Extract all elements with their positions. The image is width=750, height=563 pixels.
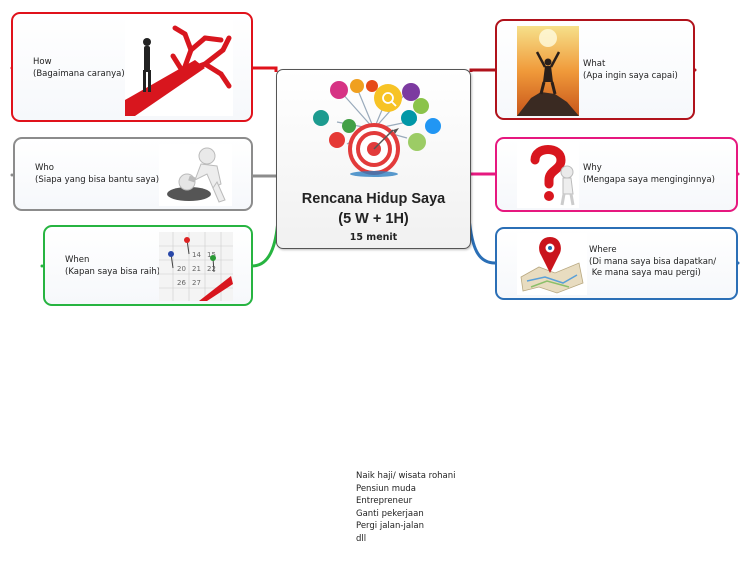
node-how[interactable]: How (Bagaimana caranya): [11, 12, 253, 122]
svg-text:27: 27: [192, 279, 201, 287]
question-mark-image: [517, 142, 579, 208]
note-line: Pensiun muda: [356, 483, 416, 494]
node-why-desc: (Mengapa saya menginginnya): [583, 174, 715, 185]
node-what[interactable]: What (Apa ingin saya capai): [495, 19, 695, 120]
node-why[interactable]: Why (Mengapa saya menginginnya): [495, 137, 738, 212]
central-topic[interactable]: Rencana Hidup Saya (5 W + 1H) 15 menit: [276, 69, 471, 249]
connector-where: [467, 217, 496, 265]
note-line: Entrepreneur: [356, 496, 413, 506]
node-where-desc-line1: (Di mana saya bisa dapatkan/: [589, 256, 717, 267]
node-what-label: What: [583, 59, 606, 69]
note-line: dll: [356, 533, 367, 544]
calendar-pins-image: 14 15 20 21 22 27 26: [159, 232, 233, 301]
node-where-label: Where: [589, 245, 617, 255]
svg-text:22: 22: [207, 265, 216, 273]
node-when[interactable]: When (Kapan saya bisa raih) 14 15 20 21 22 2…: [43, 225, 253, 306]
note-line: Naik haji/ wisata rohani: [356, 471, 456, 481]
node-what-desc: (Apa ingin saya capai): [583, 70, 678, 81]
node-why-label: Why: [583, 163, 602, 173]
edge-dot: [10, 173, 14, 177]
node-who-desc: (Siapa yang bisa bantu saya): [35, 174, 160, 185]
node-where[interactable]: Where (Di mana saya bisa dapatkan/ Ke ma…: [495, 227, 738, 300]
goal-target-icon: [313, 79, 441, 177]
connector-what: [469, 68, 495, 72]
central-duration: 15 menit: [349, 232, 398, 243]
tree-arrow-image: [125, 20, 233, 116]
helping-hand-image: [159, 144, 232, 206]
node-how-desc: (Bagaimana caranya): [33, 68, 125, 79]
note-line: Pergi jalan-jalan: [356, 521, 424, 531]
node-who-label: Who: [35, 163, 54, 173]
connector-how: [252, 66, 278, 72]
connector-when: [251, 219, 280, 268]
goal-examples-note: Naik haji/ wisata rohani Pensiun muda En…: [356, 470, 456, 545]
map-pin-image: [517, 233, 587, 295]
node-who[interactable]: Who (Siapa yang bisa bantu saya): [13, 137, 253, 211]
central-title-line1: Rencana Hidup Saya: [301, 191, 446, 207]
svg-text:14: 14: [192, 251, 201, 259]
edge-dot: [40, 264, 44, 268]
node-how-label: How: [33, 57, 52, 67]
svg-text:15: 15: [207, 251, 216, 259]
node-when-desc: (Kapan saya bisa raih): [65, 266, 161, 277]
achievement-image: [517, 26, 579, 116]
central-title-line2: (5 W + 1H): [338, 211, 409, 227]
node-when-label: When: [65, 255, 90, 265]
svg-text:26: 26: [177, 279, 186, 287]
node-where-desc-line2: Ke mana saya mau pergi): [589, 268, 701, 278]
svg-text:20: 20: [177, 265, 186, 273]
note-line: Ganti pekerjaan: [356, 508, 424, 519]
svg-text:21: 21: [192, 265, 201, 273]
